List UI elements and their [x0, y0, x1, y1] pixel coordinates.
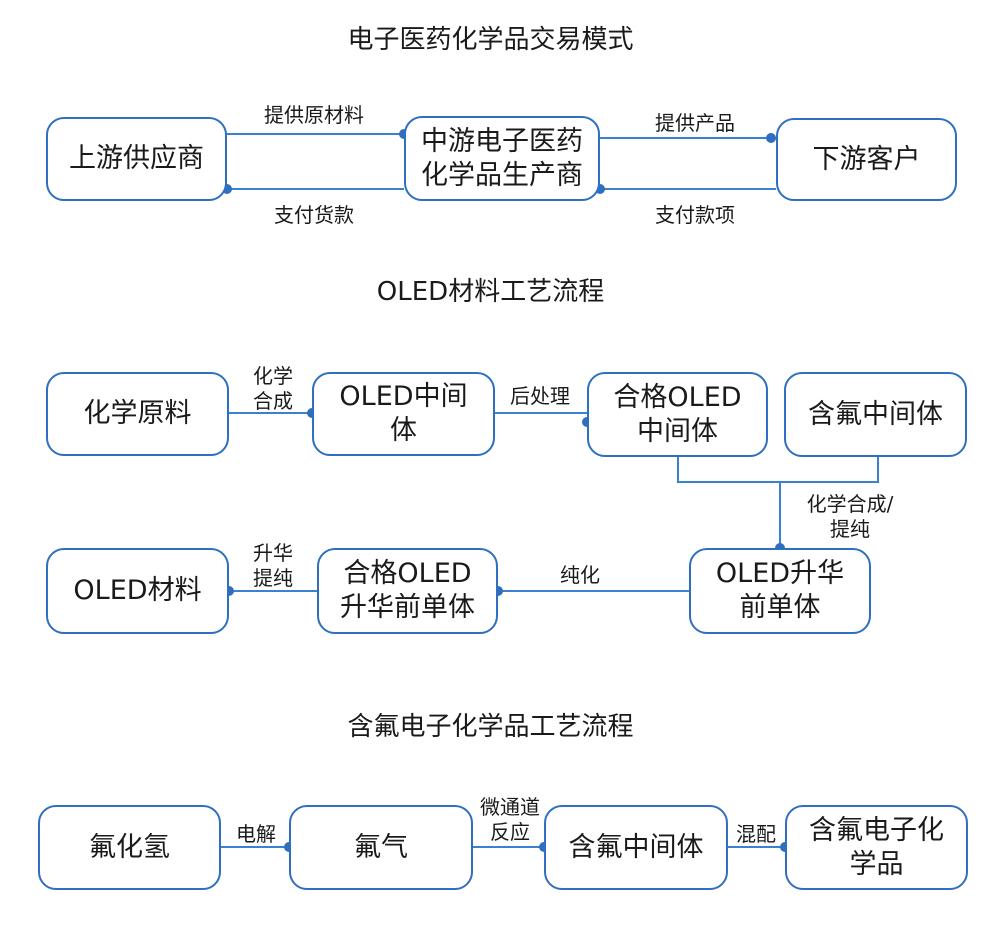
edge-label-electrolysis: 电解	[236, 822, 276, 846]
node-oled-sublimation-precursor: OLED升华 前单体	[689, 548, 871, 634]
edge-label-synthesis-purification: 化学合成/ 提纯	[806, 492, 894, 541]
edge-label-pay-goods: 支付货款	[274, 203, 354, 227]
section3-title: 含氟电子化学品工艺流程	[347, 712, 634, 742]
node-fluorine-gas: 氟气	[289, 805, 473, 890]
node-midstream-producer: 中游电子医药 化学品生产商	[404, 116, 600, 201]
node-qualified-sublimation-precursor: 合格OLED 升华前单体	[317, 548, 498, 634]
node-oled-material: OLED材料	[46, 548, 229, 634]
edge-label-purification: 纯化	[560, 563, 600, 587]
node-downstream-customer: 下游客户	[776, 118, 957, 201]
edge-label-provide-products: 提供产品	[655, 111, 735, 135]
node-qualified-oled-intermediate: 合格OLED 中间体	[587, 372, 768, 457]
node-upstream-supplier: 上游供应商	[46, 117, 227, 201]
edge-label-post-treatment: 后处理	[510, 384, 570, 408]
node-fluorinated-electronic-chemical: 含氟电子化 学品	[785, 805, 968, 890]
node-chemical-raw-material: 化学原料	[46, 372, 229, 456]
node-fluorinated-intermediate: 含氟中间体	[784, 372, 967, 457]
edge-label-pay-funds: 支付款项	[655, 203, 735, 227]
edge-label-chemical-synthesis: 化学 合成	[253, 364, 293, 413]
section2-title: OLED材料工艺流程	[376, 277, 605, 307]
node-oled-intermediate: OLED中间 体	[312, 372, 495, 456]
node-fluorinated-intermediate-2: 含氟中间体	[544, 805, 728, 890]
edge-label-sublimation-purification: 升华 提纯	[253, 541, 293, 590]
edge-label-microchannel-reaction: 微通道 反应	[480, 795, 540, 844]
edge-label-provide-materials: 提供原材料	[264, 103, 364, 127]
section1-title: 电子医药化学品交易模式	[347, 25, 634, 55]
edge-label-mixing: 混配	[736, 822, 776, 846]
node-hydrogen-fluoride: 氟化氢	[38, 805, 221, 890]
